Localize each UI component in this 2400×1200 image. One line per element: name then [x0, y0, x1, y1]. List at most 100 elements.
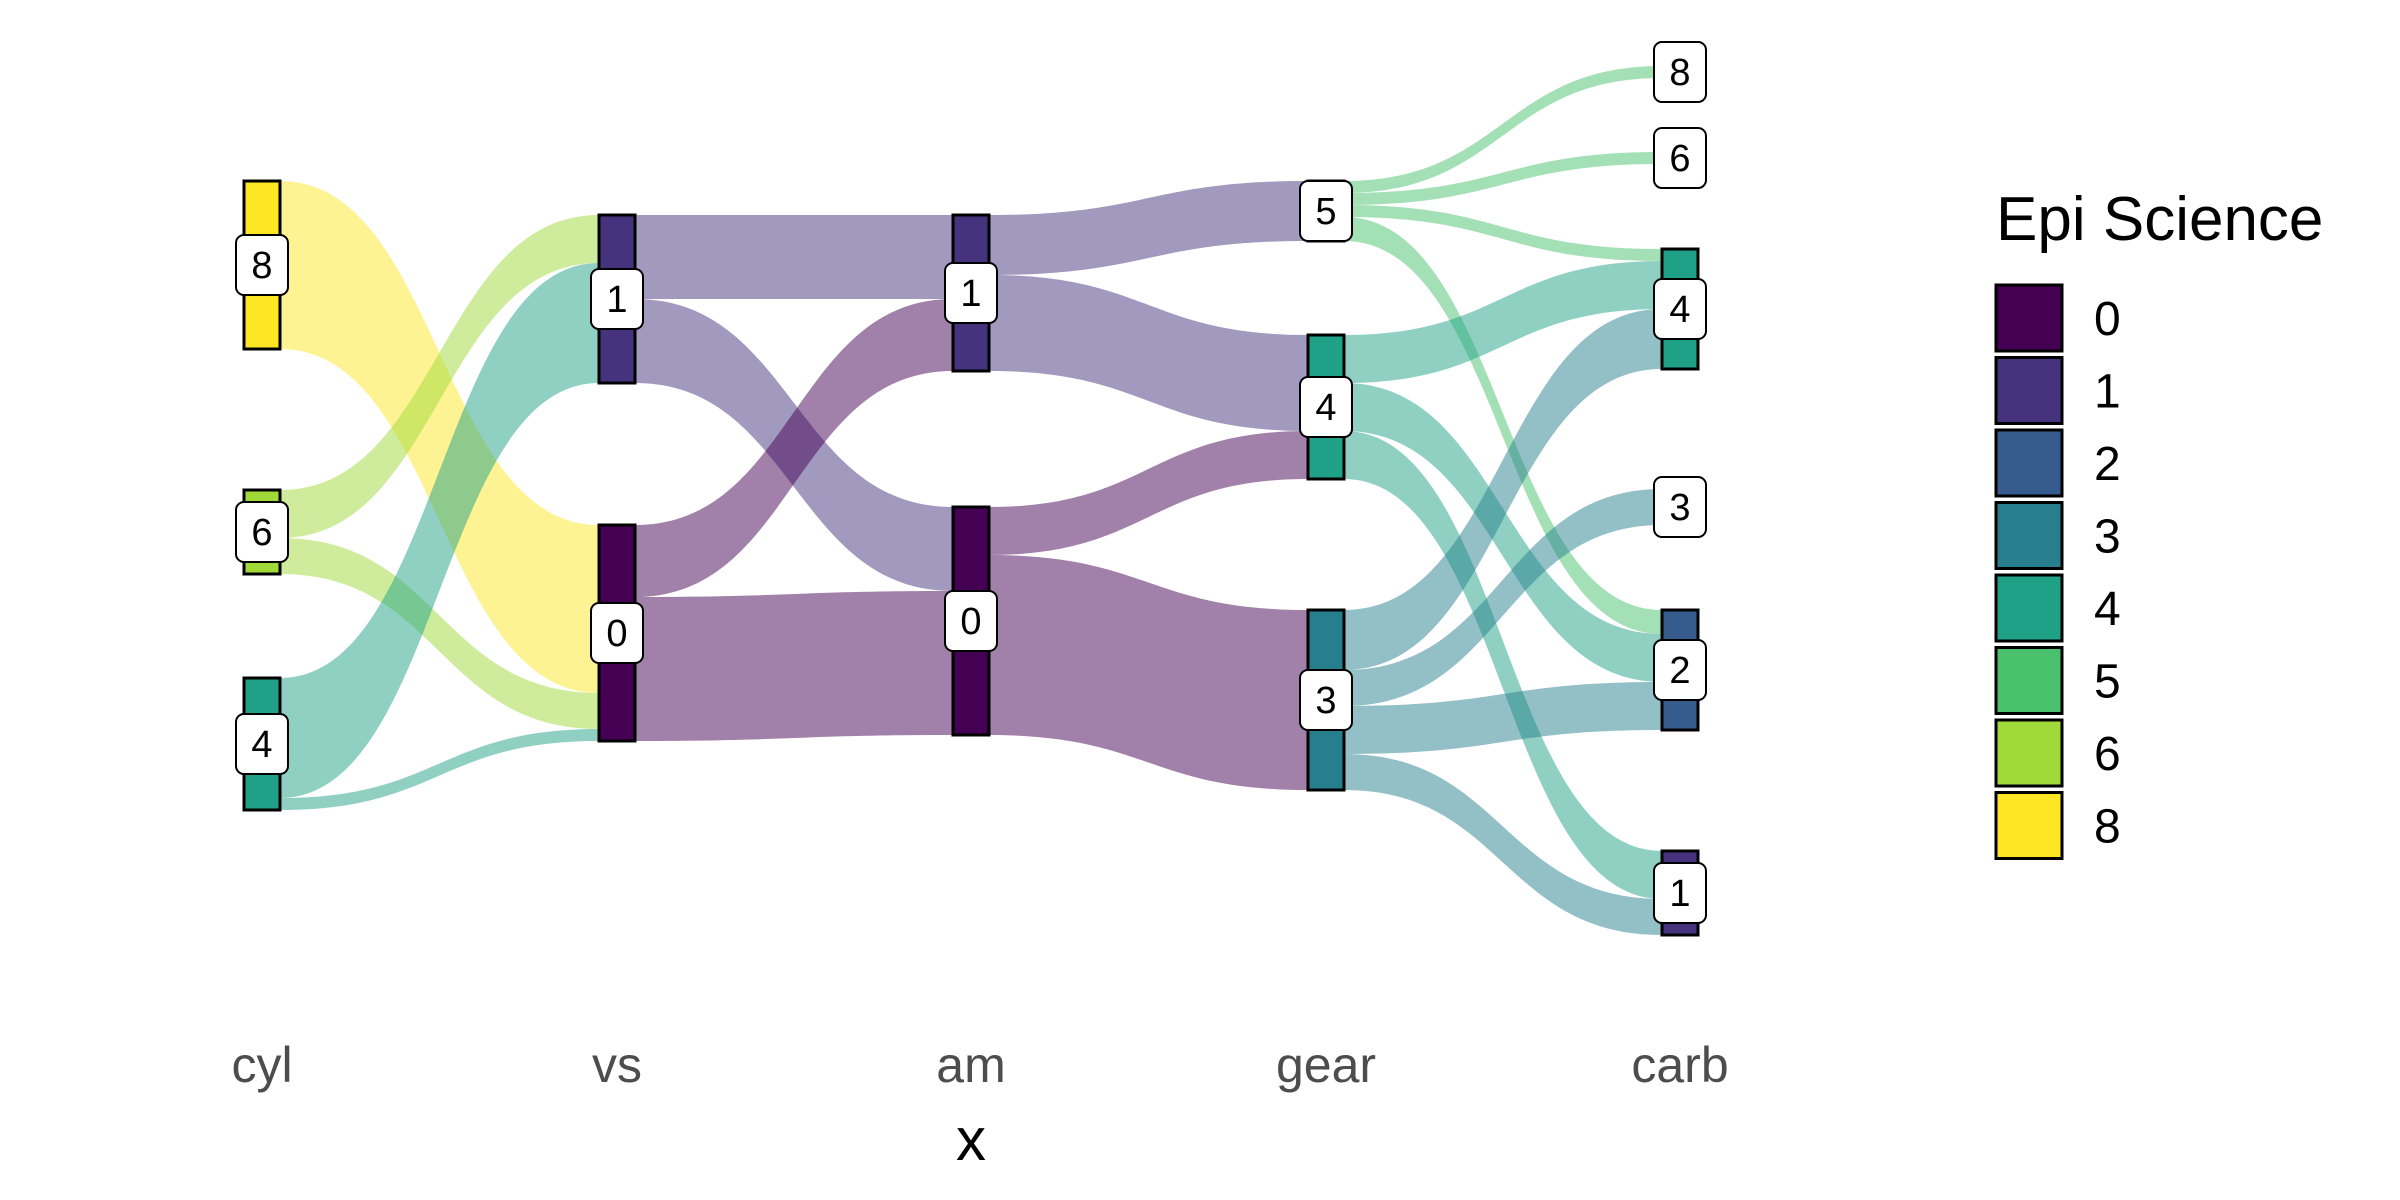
x-tick-label-carb: carb [1631, 1037, 1728, 1093]
node-label-box [1653, 862, 1707, 924]
node-label-text: 3 [1315, 680, 1336, 722]
flow-am-0-to-gear-3 [989, 555, 1308, 790]
flow-gear-3-to-carb-4 [1344, 309, 1662, 670]
legend-swatch [1994, 791, 2064, 860]
node-label-text: 4 [1315, 387, 1336, 429]
flow-cyl-4-to-vs-0 [280, 729, 599, 810]
x-tick-label-am: am [936, 1037, 1005, 1093]
legend-title: Epi Science [1996, 185, 2323, 254]
node-label-text: 2 [1669, 650, 1690, 692]
node-label-gear-5: 5 [1299, 180, 1353, 242]
legend-item-5: 5 [1994, 646, 2121, 715]
node-label-box [1653, 639, 1707, 701]
legend-label: 2 [2094, 438, 2121, 491]
flow-gear-4-to-carb-1 [1344, 431, 1662, 899]
node-label-text: 0 [606, 613, 627, 655]
node-label-box [944, 262, 998, 324]
node-label-text: 1 [960, 273, 981, 315]
legend-swatch [1994, 646, 2064, 715]
legend-item-8: 8 [1994, 791, 2121, 860]
node-label-am-1: 1 [944, 262, 998, 324]
flow-am-1-to-gear-5 [989, 181, 1308, 275]
node-label-vs-0: 0 [590, 602, 644, 664]
node-label-text: 8 [251, 245, 272, 287]
node-label-cyl-6: 6 [235, 501, 289, 563]
flow-am-1-to-gear-4 [989, 275, 1308, 431]
node-label-carb-4: 4 [1653, 278, 1707, 340]
x-tick-label-cyl: cyl [231, 1037, 292, 1093]
flow-gear-5-to-carb-8 [1344, 66, 1662, 193]
node-label-gear-3: 3 [1299, 669, 1353, 731]
node-labels-layer: 8 6 4 1 0 1 0 5 4 3 8 6 4 3 2 1 [235, 41, 1707, 924]
legend-label: 6 [2094, 728, 2121, 781]
flow-gear-5-to-carb-6 [1344, 152, 1662, 205]
node-label-box [1653, 278, 1707, 340]
node-label-box [1653, 41, 1707, 103]
legend-swatch [1994, 428, 2064, 498]
node-label-text: 6 [1669, 138, 1690, 180]
node-label-box [235, 501, 289, 563]
legend-item-4: 4 [1994, 573, 2121, 643]
node-label-cyl-8: 8 [235, 234, 289, 296]
node-label-carb-1: 1 [1653, 862, 1707, 924]
flow-vs-0-to-am-1 [635, 299, 953, 597]
legend-item-2: 2 [1994, 428, 2121, 498]
flow-cyl-6-to-vs-0 [280, 538, 599, 729]
node-label-box [590, 268, 644, 330]
legend: Epi Science 0 1 2 3 4 5 6 8 [1994, 185, 2323, 860]
node-label-vs-1: 1 [590, 268, 644, 330]
node-label-text: 4 [251, 724, 272, 766]
legend-label: 4 [2094, 583, 2121, 636]
node-label-carb-6: 6 [1653, 127, 1707, 189]
node-label-text: 0 [960, 601, 981, 643]
x-tick-label-gear: gear [1276, 1037, 1376, 1093]
x-tick-label-vs: vs [592, 1037, 642, 1093]
node-label-carb-2: 2 [1653, 639, 1707, 701]
flow-cyl-4-to-vs-1 [280, 263, 599, 798]
legend-swatch [1994, 356, 2064, 425]
node-label-text: 1 [1669, 873, 1690, 915]
node-label-box [1299, 669, 1353, 731]
node-label-box [590, 602, 644, 664]
node-label-cyl-4: 4 [235, 713, 289, 775]
flow-cyl-8-to-vs-0 [280, 181, 599, 693]
node-label-text: 6 [251, 512, 272, 554]
flow-gear-3-to-carb-1 [1344, 754, 1662, 935]
legend-item-3: 3 [1994, 501, 2121, 570]
legend-swatch [1994, 283, 2064, 353]
node-label-box [944, 590, 998, 652]
flow-gear-4-to-carb-4 [1344, 261, 1662, 383]
node-label-box [1299, 180, 1353, 242]
legend-label: 0 [2094, 293, 2121, 346]
node-label-box [235, 234, 289, 296]
legend-swatch [1994, 718, 2064, 788]
node-label-carb-3: 3 [1653, 476, 1707, 538]
flow-gear-5-to-carb-2 [1344, 217, 1662, 634]
legend-swatch [1994, 501, 2064, 570]
legend-item-6: 6 [1994, 718, 2121, 788]
node-label-text: 1 [606, 279, 627, 321]
legend-item-0: 0 [1994, 283, 2121, 353]
legend-label: 1 [2094, 366, 2121, 419]
node-label-text: 5 [1315, 191, 1336, 233]
node-label-carb-8: 8 [1653, 41, 1707, 103]
node-label-box [235, 713, 289, 775]
flow-gear-4-to-carb-2 [1344, 383, 1662, 682]
node-label-gear-4: 4 [1299, 376, 1353, 438]
legend-label: 3 [2094, 511, 2121, 564]
legend-item-1: 1 [1994, 356, 2121, 425]
node-label-text: 8 [1669, 52, 1690, 94]
x-axis: cyl vs am gear carb [231, 1037, 1728, 1093]
legend-swatch [1994, 573, 2064, 643]
flows-layer [280, 66, 1662, 935]
node-label-box [1299, 376, 1353, 438]
flow-am-0-to-gear-4 [989, 431, 1308, 555]
node-label-box [1653, 476, 1707, 538]
legend-label: 8 [2094, 801, 2121, 854]
legend-label: 5 [2094, 656, 2121, 709]
flow-cyl-6-to-vs-1 [280, 215, 599, 538]
flow-gear-3-to-carb-3 [1344, 489, 1662, 706]
x-axis-title: x [956, 1106, 986, 1173]
node-label-text: 4 [1669, 289, 1690, 331]
